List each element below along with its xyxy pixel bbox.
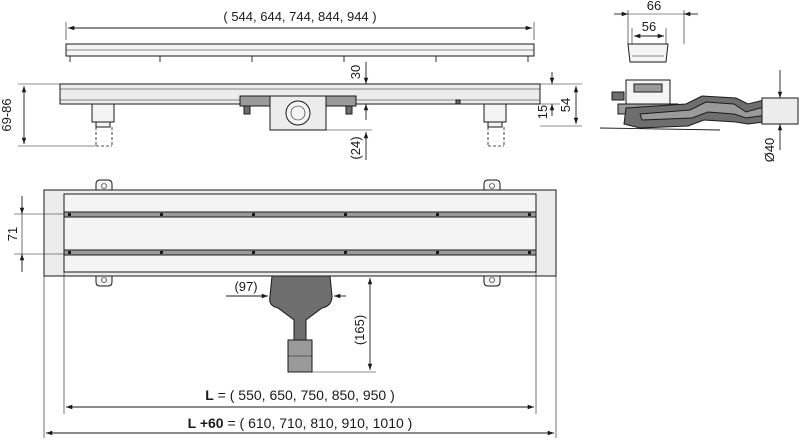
dimension-97-label: (97) [234,279,257,294]
dimension-56-label: 56 [642,19,656,34]
channel-side-elevation [59,83,541,147]
length-L-symbol: L [205,387,214,403]
dimension-56: 56 [631,19,667,44]
diameter-label: Ø40 [762,138,777,163]
grate-top-view [65,43,535,62]
dimension-30: 30 [348,62,369,120]
length-L60-symbol: L +60 [188,415,224,431]
dimension-97: (97) [226,279,346,299]
height-range-dimension: 69-86 [0,83,96,147]
dimension-L60: L +60 = ( 610, 710, 810, 910, 1010 ) [43,276,557,438]
dimension-71: 71 [5,196,64,272]
dimension-165: (165) [312,278,376,373]
length-L60-values: = ( 610, 710, 810, 910, 1010 ) [224,415,413,431]
channel-plan-view [43,179,557,373]
length-L60-label: L +60 = ( 610, 710, 810, 910, 1010 ) [188,415,413,431]
dimension-24: (24) [326,129,372,160]
grate-length-options-label: ( 544, 644, 744, 844, 944 ) [223,9,376,24]
dimension-24-label: (24) [348,136,363,159]
grate-length-dimension: ( 544, 644, 744, 844, 944 ) [65,9,535,40]
dimension-66-label: 66 [647,0,661,13]
dimension-54-label: 54 [558,98,573,112]
dimension-15-label: 15 [535,105,550,119]
height-range-label: 69-86 [0,98,14,131]
dimension-diameter: Ø40 [762,70,783,163]
section-view [599,43,799,131]
dimension-165-label: (165) [352,315,367,345]
dimension-66: 66 [614,0,698,44]
length-L-label: L = ( 550, 650, 750, 850, 950 ) [205,387,395,403]
length-L-values: = ( 550, 650, 750, 850, 950 ) [214,387,395,403]
dimension-30-label: 30 [348,65,363,79]
dimension-71-label: 71 [5,227,20,241]
dimension-L: L = ( 550, 650, 750, 850, 950 ) [63,272,537,414]
dimension-15-54: 15 54 [535,72,582,127]
